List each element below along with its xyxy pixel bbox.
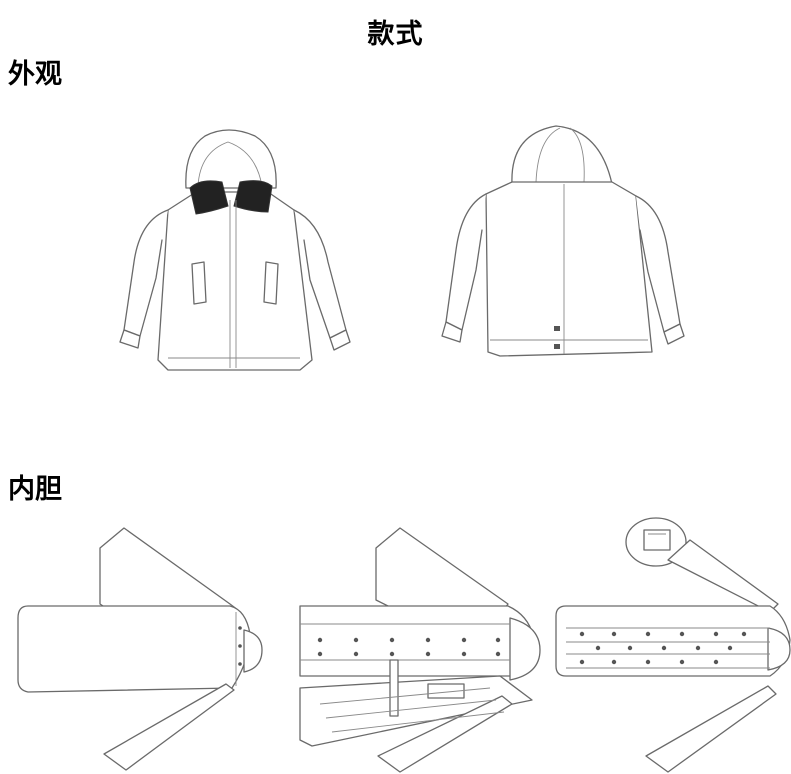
section-label-outer: 外观: [8, 59, 62, 90]
section-label-inner: 内胆: [8, 474, 62, 505]
page-title: 款式: [367, 19, 424, 50]
